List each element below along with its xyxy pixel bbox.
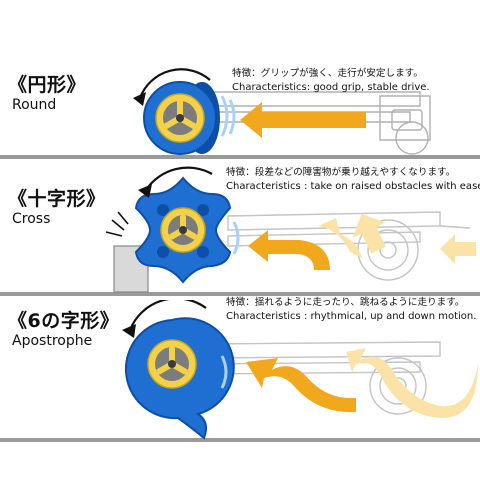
direction-arrow-icon: [246, 358, 356, 413]
round-wheel: [143, 81, 220, 155]
ground-line: [0, 438, 480, 442]
feature-text: 特徴：グリップが強く、走行が安定します。 Characteristics: go…: [232, 67, 430, 95]
direction-arrow-icon: [248, 230, 330, 270]
motion-lines: [220, 355, 228, 389]
feature-en: Characteristics: good grip, stable drive…: [232, 82, 430, 93]
feature-ja: 特徴：揺れるように走ったり、跳ねるように走ります。: [226, 297, 465, 308]
panel-apostrophe: 《6の字形》 Apostrophe 特徴：揺れるように走ったり、跳ねるように走り…: [0, 297, 480, 480]
rotation-arrow-icon: [122, 300, 207, 338]
shape-label-ja: 《6の字形》: [8, 310, 120, 332]
feature-en: Characteristics : take on raised obstacl…: [226, 181, 480, 192]
motion-lines: [220, 95, 236, 137]
shape-label-en: Cross: [12, 211, 51, 227]
shape-label-en: Apostrophe: [12, 333, 93, 349]
trail-arrow-icon: [346, 348, 478, 418]
direction-arrow-icon: [240, 102, 366, 138]
feature-text: 特徴：段差などの障害物が乗り越えやすくなります。 Characteristics…: [226, 166, 480, 194]
motion-lines: [232, 221, 240, 255]
cross-wheel: [134, 176, 232, 284]
feature-en: Characteristics : rhythmical, up and dow…: [226, 311, 477, 322]
shape-label-ja: 《円形》: [8, 74, 87, 96]
trail-arrow-icon: [318, 213, 476, 264]
ground-line: [0, 292, 480, 296]
cross-wheel-illustration: [0, 166, 480, 296]
feature-text: 特徴：揺れるように走ったり、跳ねるように走ります。 Characteristic…: [226, 296, 476, 324]
rotation-arrow-icon: [138, 166, 213, 198]
feature-ja: 特徴：グリップが強く、走行が安定します。: [232, 68, 423, 79]
panel-round: 《円形》 Round 特徴：グリップが強く、走行が安定します。 Characte…: [0, 0, 480, 160]
ground-line: [0, 155, 480, 159]
round-wheel-illustration: [0, 68, 480, 159]
panel-cross: 《十字形》 Cross 特徴：段差などの障害物が乗り越えやすくなります。 Cha…: [0, 160, 480, 300]
feature-ja: 特徴：段差などの障害物が乗り越えやすくなります。: [226, 167, 456, 178]
impact-marks: [105, 211, 129, 237]
rotation-arrow-icon: [133, 68, 211, 106]
apostrophe-wheel-illustration: [0, 300, 480, 442]
apostrophe-wheel: [124, 317, 235, 440]
shape-label-en: Round: [12, 97, 57, 113]
shape-label-ja: 《十字形》: [8, 188, 106, 210]
